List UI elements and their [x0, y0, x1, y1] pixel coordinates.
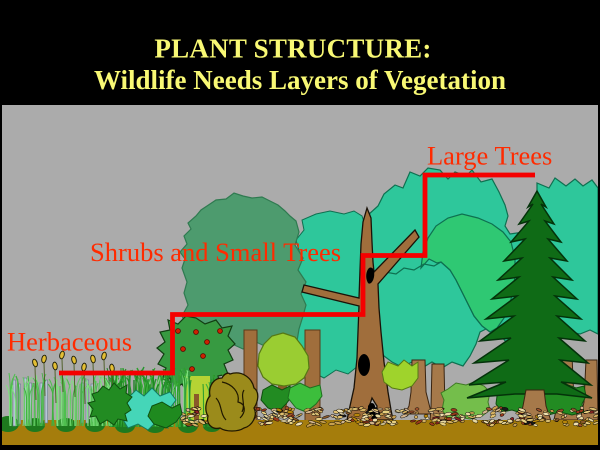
svg-text:Herbaceous: Herbaceous — [7, 327, 132, 357]
svg-text:Wildlife Needs Layers of Veget: Wildlife Needs Layers of Vegetation — [94, 65, 506, 95]
svg-text:PLANT STRUCTURE:: PLANT STRUCTURE: — [154, 34, 431, 64]
svg-text:Large Trees: Large Trees — [427, 141, 552, 171]
svg-text:Shrubs and Small Trees: Shrubs and Small Trees — [90, 237, 341, 267]
